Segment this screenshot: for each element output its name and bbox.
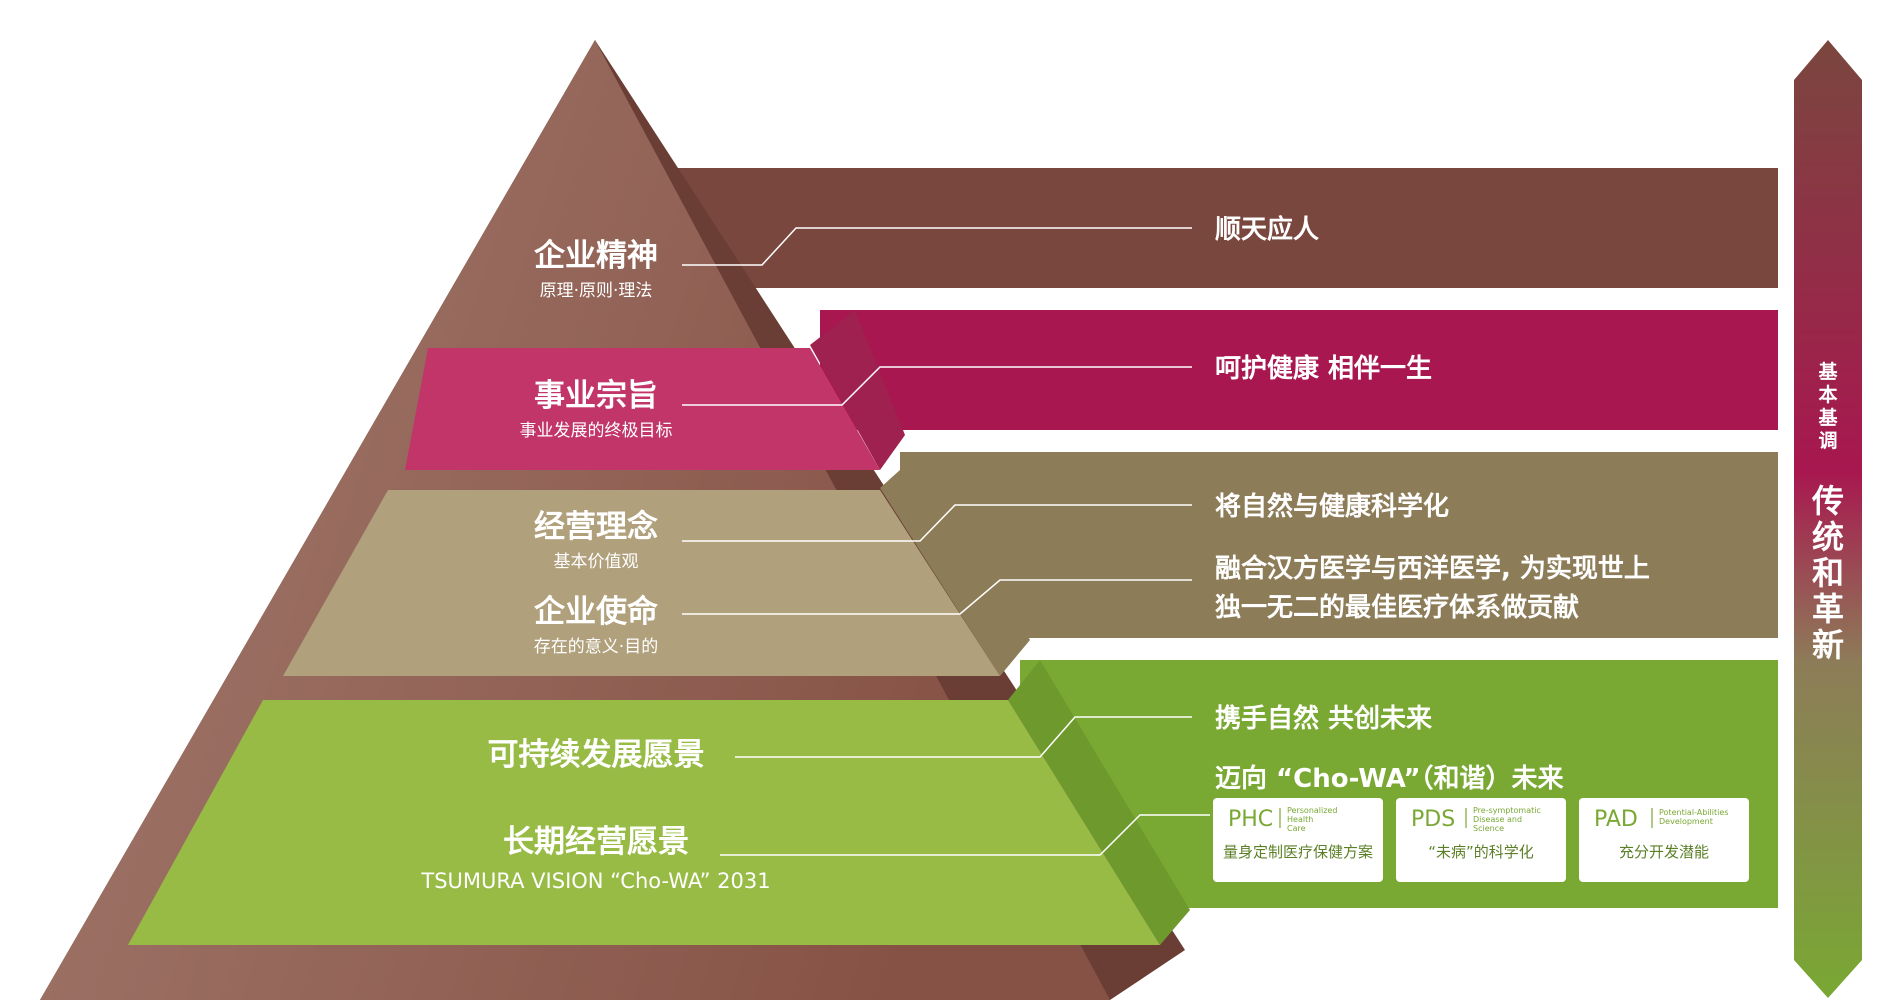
longterm-subtitle: TSUMURA VISION “Cho-WA” 2031	[420, 869, 770, 893]
side-arrow-small-label: 基 本 基 调	[1817, 360, 1838, 452]
spirit-title: 企业精神	[534, 238, 658, 274]
card-pad-abbr: PAD	[1594, 807, 1638, 832]
tier-vision-face	[128, 700, 1160, 945]
connector-philosophy	[682, 504, 1192, 542]
card-phc-label: 量身定制医疗保健方案	[1223, 843, 1373, 861]
card-pds-desc-1: Pre-symptomatic	[1473, 806, 1541, 815]
band-sustainable-text: 携手自然 共创未来	[1215, 703, 1433, 734]
side-large-char-1: 传	[1811, 482, 1844, 520]
tier-philosophy-face	[283, 490, 1000, 676]
mission-subtitle: 存在的意义·目的	[534, 637, 658, 657]
side-arrow	[1794, 40, 1862, 998]
card-pad-label: 充分开发潜能	[1619, 843, 1709, 861]
card-pad: PAD Potential-Abilities Development 充分开发…	[1579, 798, 1749, 882]
purpose-subtitle: 事业发展的终极目标	[520, 421, 673, 441]
card-phc-desc-3: Care	[1287, 824, 1306, 833]
tier-philosophy-side	[880, 452, 1030, 676]
band-longterm-text: 迈向 “Cho-WA”（和谐）未来	[1215, 763, 1565, 794]
mission-title: 企业使命	[534, 594, 659, 630]
side-large-char-4: 革	[1812, 590, 1844, 628]
side-large-char-5: 新	[1812, 626, 1844, 664]
side-small-char-4: 调	[1818, 430, 1837, 452]
side-large-char-2: 统	[1812, 518, 1844, 556]
card-pad-desc-1: Potential-Abilities	[1659, 808, 1728, 817]
side-large-char-3: 和	[1812, 554, 1844, 592]
tier-vision-side	[1008, 660, 1190, 945]
card-phc-desc-2: Health	[1287, 815, 1313, 824]
purpose-title: 事业宗旨	[534, 378, 658, 414]
side-arrow-large-label: 传 统 和 革 新	[1811, 482, 1844, 664]
band-mission-line1: 融合汉方医学与西洋医学, 为实现世上	[1215, 553, 1650, 584]
band-purpose-text: 呵护健康 相伴一生	[1215, 353, 1432, 384]
connector-longterm	[720, 814, 1210, 856]
connector-spirit	[682, 227, 1192, 266]
sustainable-title: 可持续发展愿景	[488, 737, 705, 773]
card-pad-desc-2: Development	[1659, 817, 1713, 826]
card-pds-desc-3: Science	[1473, 824, 1504, 833]
side-small-char-3: 基	[1817, 406, 1838, 429]
philosophy-title: 经营理念	[534, 509, 658, 545]
card-phc: PHC Personalized Health Care 量身定制医疗保健方案	[1213, 798, 1383, 882]
band-spirit-text: 顺天应人	[1215, 214, 1319, 245]
connector-sustainable	[735, 716, 1192, 758]
tier-purpose-face	[405, 348, 880, 470]
spirit-subtitle: 原理·原则·理法	[540, 281, 653, 301]
band-purpose	[820, 310, 1778, 430]
side-small-char-1: 基	[1817, 360, 1838, 383]
card-phc-desc-1: Personalized	[1287, 806, 1337, 815]
card-pds: PDS Pre-symptomatic Disease and Science …	[1396, 798, 1566, 882]
card-pds-label: “未病”的科学化	[1428, 843, 1534, 861]
band-mission-line2: 独一无二的最佳医疗体系做贡献	[1215, 592, 1579, 623]
philosophy-subtitle: 基本价值观	[554, 552, 639, 572]
card-phc-abbr: PHC	[1228, 807, 1273, 832]
connector-purpose	[682, 366, 1192, 406]
connector-mission	[682, 579, 1192, 615]
band-philosophy	[900, 452, 1778, 638]
longterm-title: 长期经营愿景	[503, 824, 689, 860]
card-pds-abbr: PDS	[1411, 807, 1455, 832]
band-philosophy-text: 将自然与健康科学化	[1215, 491, 1449, 522]
side-small-char-2: 本	[1818, 383, 1837, 406]
card-pds-desc-2: Disease and	[1473, 815, 1522, 824]
